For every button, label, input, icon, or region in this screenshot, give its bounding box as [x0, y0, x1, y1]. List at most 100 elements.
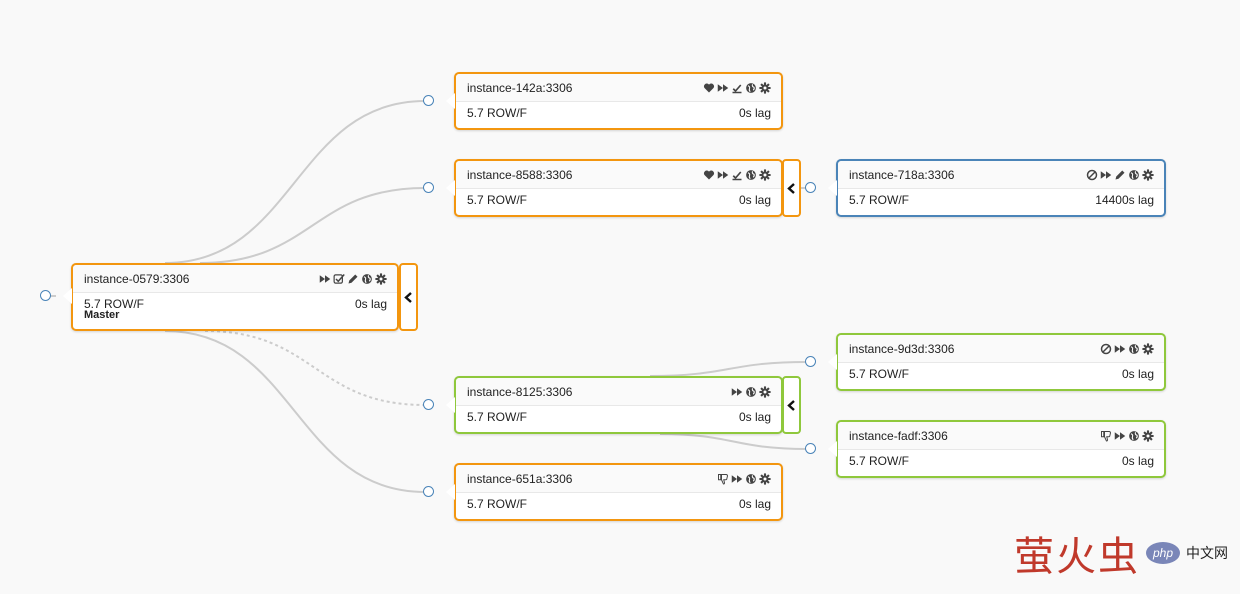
instance-version: 5.7 ROW/F: [467, 106, 528, 120]
fast-forward-icon[interactable]: [717, 169, 729, 181]
instance-node[interactable]: instance-8588:3306 5.7 ROW/F 0s lag: [446, 159, 783, 217]
node-input-port[interactable]: [423, 399, 434, 410]
globe-icon[interactable]: [361, 273, 373, 285]
instance-name[interactable]: instance-9d3d:3306: [849, 341, 955, 356]
instance-version: 5.7 ROW/F: [84, 297, 145, 311]
instance-name[interactable]: instance-718a:3306: [849, 167, 955, 182]
ban-icon[interactable]: [1100, 343, 1112, 355]
node-header: instance-8588:3306: [456, 161, 781, 189]
instance-version: 5.7 ROW/F: [849, 193, 910, 207]
globe-icon[interactable]: [1128, 169, 1140, 181]
globe-icon[interactable]: [745, 386, 757, 398]
heart-icon[interactable]: [703, 169, 715, 181]
gear-icon[interactable]: [759, 81, 771, 94]
collapse-children-button[interactable]: [399, 263, 418, 331]
fast-forward-icon[interactable]: [319, 273, 331, 285]
node-input-port[interactable]: [423, 182, 434, 193]
download-icon[interactable]: [731, 169, 743, 181]
node-header: instance-651a:3306: [456, 465, 781, 493]
fast-forward-icon[interactable]: [1114, 343, 1126, 355]
node-header: instance-8125:3306: [456, 378, 781, 406]
globe-icon[interactable]: [1128, 430, 1140, 442]
node-header: instance-718a:3306: [838, 161, 1164, 189]
node-pointer: [828, 180, 837, 196]
node-body: 5.7 ROW/F 0s lag: [73, 293, 397, 311]
node-input-port[interactable]: [805, 182, 816, 193]
node-pointer: [446, 484, 455, 500]
globe-icon[interactable]: [745, 169, 757, 181]
instance-version: 5.7 ROW/F: [849, 367, 910, 381]
node-action-icons: [1100, 429, 1154, 442]
node-input-port[interactable]: [423, 486, 434, 497]
pencil-icon[interactable]: [1114, 169, 1126, 181]
node-pointer: [828, 354, 837, 370]
node-action-icons: [1086, 168, 1154, 181]
globe-icon[interactable]: [745, 473, 757, 485]
node-header: instance-142a:3306: [456, 74, 781, 102]
collapse-children-button[interactable]: [782, 376, 801, 434]
check-square-icon[interactable]: [333, 273, 345, 285]
watermark-brand: 萤火虫: [1014, 534, 1140, 580]
collapse-children-button[interactable]: [782, 159, 801, 217]
instance-role: Master: [84, 309, 120, 321]
node-header: instance-9d3d:3306: [838, 335, 1164, 363]
chevron-left-icon: [787, 399, 796, 411]
instance-name[interactable]: instance-8588:3306: [467, 167, 573, 182]
thumbs-down-icon[interactable]: [1100, 430, 1112, 442]
gear-icon[interactable]: [759, 385, 771, 398]
node-input-port[interactable]: [805, 443, 816, 454]
node-action-icons: [731, 385, 771, 398]
pencil-icon[interactable]: [347, 273, 359, 285]
download-icon[interactable]: [731, 82, 743, 94]
gear-icon[interactable]: [375, 272, 387, 285]
instance-name[interactable]: instance-142a:3306: [467, 80, 573, 95]
node-action-icons: [703, 168, 771, 181]
node-input-port[interactable]: [423, 95, 434, 106]
fast-forward-icon[interactable]: [1114, 430, 1126, 442]
gear-icon[interactable]: [1142, 429, 1154, 442]
node-body: 5.7 ROW/F 0s lag: [456, 189, 781, 207]
fast-forward-icon[interactable]: [731, 473, 743, 485]
instance-name[interactable]: instance-8125:3306: [467, 384, 573, 399]
node-action-icons: [1100, 342, 1154, 355]
globe-icon[interactable]: [745, 82, 757, 94]
gear-icon[interactable]: [759, 472, 771, 485]
node-pointer: [446, 180, 455, 196]
node-action-icons: [717, 472, 771, 485]
instance-lag: 0s lag: [738, 497, 771, 511]
node-input-port[interactable]: [805, 356, 816, 367]
fast-forward-icon[interactable]: [731, 386, 743, 398]
instance-name[interactable]: instance-fadf:3306: [849, 428, 948, 443]
gear-icon[interactable]: [1142, 342, 1154, 355]
instance-version: 5.7 ROW/F: [467, 193, 528, 207]
heart-icon[interactable]: [703, 82, 715, 94]
fast-forward-icon[interactable]: [1100, 169, 1112, 181]
instance-lag: 0s lag: [354, 297, 387, 311]
chevron-left-icon: [787, 182, 796, 194]
fast-forward-icon[interactable]: [717, 82, 729, 94]
gear-icon[interactable]: [1142, 168, 1154, 181]
globe-icon[interactable]: [1128, 343, 1140, 355]
ban-icon[interactable]: [1086, 169, 1098, 181]
instance-lag: 0s lag: [738, 193, 771, 207]
replication-edge: [659, 433, 808, 450]
thumbs-down-icon[interactable]: [717, 473, 729, 485]
gear-icon[interactable]: [759, 168, 771, 181]
watermark-logo: php: [1146, 542, 1180, 564]
instance-name[interactable]: instance-0579:3306: [84, 271, 190, 286]
instance-name[interactable]: instance-651a:3306: [467, 471, 573, 486]
node-input-port[interactable]: [40, 290, 51, 301]
